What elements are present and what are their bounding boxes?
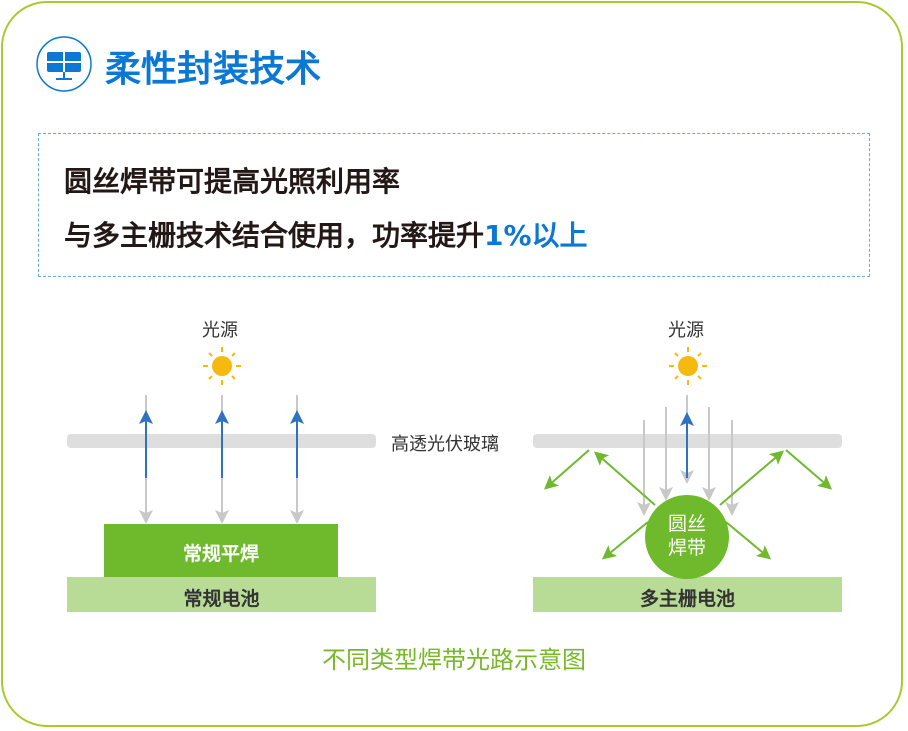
glass-label: 高透光伏玻璃: [391, 434, 499, 455]
summary-line-2: 与多主栅技术结合使用，功率提升1%以上: [64, 214, 588, 254]
flat-ribbon-label: 常规平焊: [182, 543, 259, 565]
summary-line-1: 圆丝焊带可提高光照利用率: [64, 165, 401, 198]
power-gain-highlight: 1%以上: [484, 219, 588, 252]
light-rays-left: [139, 395, 304, 524]
sun-icon-right: [669, 347, 707, 385]
mbb-cell: [533, 577, 842, 612]
round-ribbon-label: 圆丝焊带: [645, 512, 729, 560]
diagram-caption: 不同类型焊带光路示意图: [322, 646, 586, 674]
round-ribbon-line-2: 焊带: [667, 537, 706, 559]
page-title: 柔性封装技术: [105, 49, 322, 90]
conventional-cell-label: 常规电池: [183, 588, 260, 610]
summary-box: [38, 133, 870, 277]
solar-panel-icon: [36, 36, 92, 92]
light-rays-right: [543, 395, 833, 560]
light-source-label-left: 光源: [202, 320, 238, 341]
flat-ribbon: [104, 524, 338, 577]
round-ribbon-line-1: 圆丝: [667, 513, 706, 535]
conventional-cell: [67, 577, 376, 612]
summary-line-2-text: 与多主栅技术结合使用，功率提升: [64, 219, 485, 252]
mbb-cell-label: 多主栅电池: [639, 588, 735, 610]
round-ribbon: [645, 495, 729, 579]
sun-icon-left: [203, 347, 241, 385]
light-source-label-right: 光源: [668, 320, 704, 341]
